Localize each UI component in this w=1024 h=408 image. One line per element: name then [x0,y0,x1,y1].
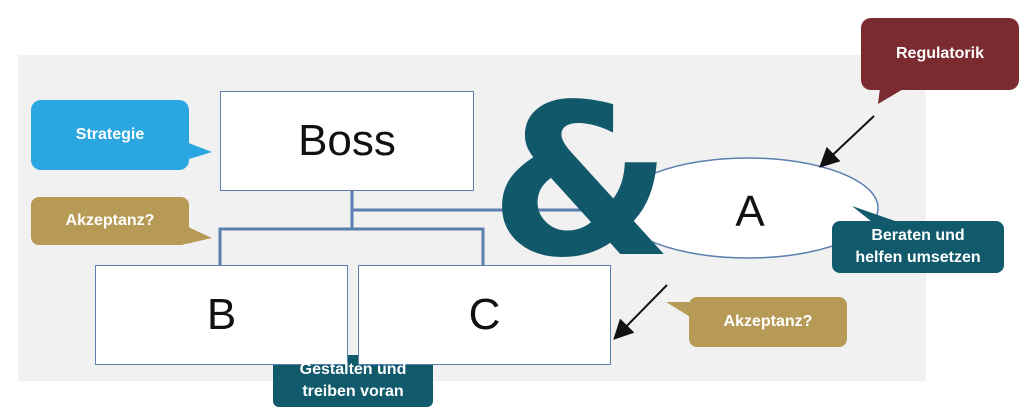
node-c: C [358,265,611,365]
node-c-label: C [468,290,501,339]
callout-beraten-line2: helfen umsetzen [855,249,981,266]
callout-akzeptanz-right-text: Akzeptanz? [723,313,813,330]
node-b-label: B [206,290,237,339]
callout-regulatorik [861,18,1019,104]
node-b: B [95,265,348,365]
node-boss: Boss [220,91,474,191]
callout-akzeptanz-left [31,197,212,245]
ampersand-symbol: & [489,59,673,304]
callout-akzeptanz-right [666,297,847,347]
org-connectors [218,191,630,265]
callout-regulatorik-text: Regulatorik [895,45,984,62]
node-a-label: A [735,187,765,236]
callout-strategie-text: Strategie [75,126,145,143]
callout-gestalten-line1: Gestalten und [299,361,407,378]
node-boss-label: Boss [298,116,396,165]
callout-beraten [832,206,1004,273]
callout-beraten-text: Beraten und helfen umsetzen [832,221,1004,273]
arrow-regulatorik-to-a [819,115,875,168]
callout-gestalten-line2: treiben voran [302,383,404,400]
node-a-ellipse [617,157,879,259]
callout-gestalten-text: Gestalten und treiben voran [273,355,433,407]
arrow-akzeptanz-to-c [613,284,668,340]
connector-bus-b-c [218,227,485,265]
callout-strategie [31,100,212,170]
callout-akzeptanz-left-text: Akzeptanz? [65,212,155,229]
callout-beraten-line1: Beraten und [871,227,965,244]
